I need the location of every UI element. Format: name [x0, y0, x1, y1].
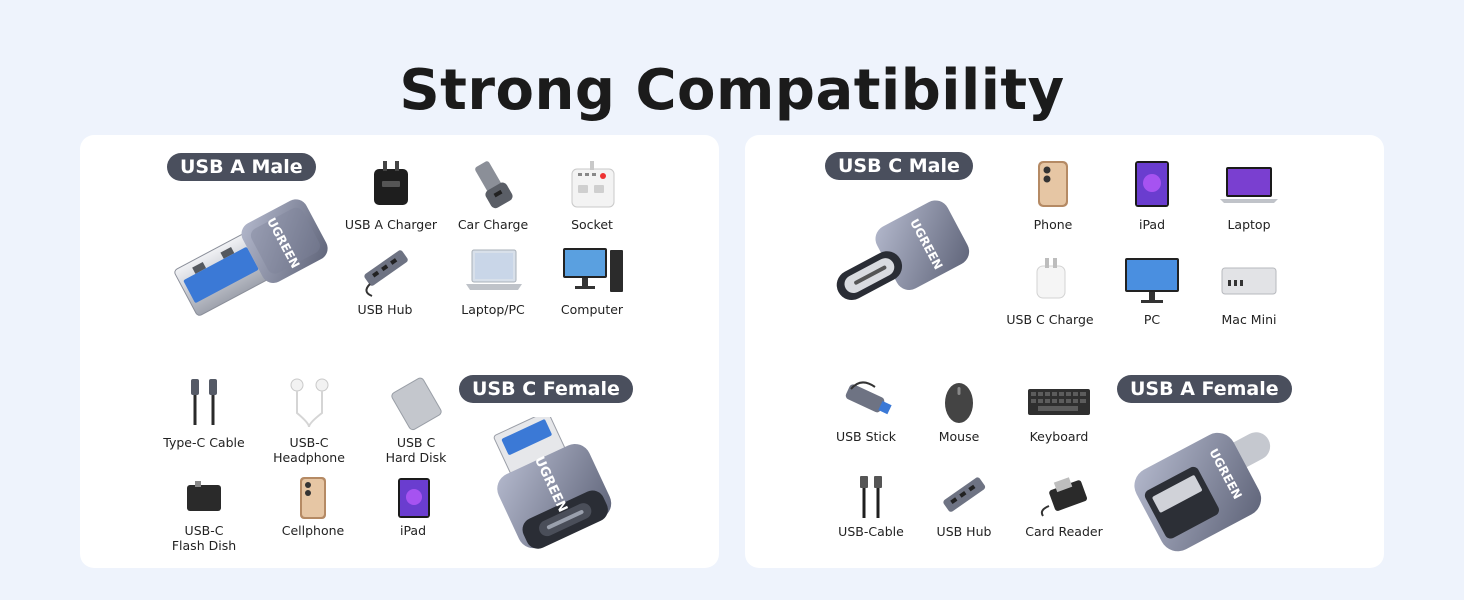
hard-disk-icon — [391, 377, 442, 431]
device-label: Laptop/PC — [461, 302, 525, 317]
device-usb-hub: USB Hub — [330, 240, 440, 317]
device-car-charger: Car Charge — [438, 155, 548, 232]
charger-icon — [374, 161, 408, 205]
usb-a-male-adapter-icon: UGREEN — [174, 199, 328, 316]
usb-c-female-badge: USB C Female — [459, 375, 633, 403]
usb-stick-icon — [845, 381, 892, 415]
device-label: USB-C Headphone — [273, 435, 345, 465]
charger-icon — [1036, 258, 1066, 299]
keyboard-icon — [1028, 389, 1090, 415]
device-socket: Socket — [537, 155, 647, 232]
device-label: USB Hub — [936, 524, 992, 539]
usb-c-cable-icon — [191, 379, 217, 425]
device-label: Mac Mini — [1221, 312, 1277, 327]
device-laptop: Laptop — [1194, 155, 1304, 232]
phone-icon — [1038, 161, 1068, 207]
mouse-icon — [945, 383, 973, 423]
device-usb-c-hard-disk: USB C Hard Disk — [361, 373, 471, 465]
device-computer: Computer — [537, 240, 647, 317]
device-label: USB Stick — [835, 429, 897, 444]
laptop-icon — [1220, 167, 1278, 203]
usb-a-male-badge: USB A Male — [167, 153, 316, 181]
device-usb-stick: USB Stick — [811, 375, 921, 444]
earphones-icon — [290, 378, 329, 428]
device-label: Car Charge — [457, 217, 529, 232]
device-ipad: iPad — [1097, 155, 1207, 232]
phone-icon — [300, 477, 326, 519]
device-label: PC — [1143, 312, 1161, 327]
device-label: Card Reader — [1025, 524, 1103, 539]
device-usb-a-charger: USB A Charger — [336, 155, 446, 232]
device-phone: Phone — [998, 155, 1108, 232]
device-usb-hub: USB Hub — [909, 470, 1019, 539]
device-usb-c-headphone: USB-C Headphone — [254, 373, 364, 465]
device-label: iPad — [399, 523, 427, 538]
usb-a-female-badge: USB A Female — [1117, 375, 1292, 403]
usb-c-male-adapter-icon: UGREEN — [836, 200, 970, 300]
power-strip-icon — [571, 161, 615, 208]
page-title: Strong Compatibility — [399, 58, 1065, 123]
device-usb-c-flash-disk: USB-C Flash Dish — [149, 475, 259, 553]
car-charger-icon — [475, 161, 513, 209]
monitor-icon — [1125, 258, 1179, 303]
device-label: USB-Cable — [838, 524, 904, 539]
device-label: USB C Hard Disk — [385, 435, 447, 465]
device-mac-mini: Mac Mini — [1194, 250, 1304, 327]
right-compatibility-panel: USB C Male UGREEN Phone iPad — [745, 135, 1384, 568]
device-card-reader: Card Reader — [1009, 470, 1119, 539]
left-compatibility-panel: USB A Male UGREEN USB A Charger — [80, 135, 719, 568]
flash-drive-icon — [187, 481, 221, 511]
device-usb-c-charger: USB C Charge — [995, 250, 1105, 327]
usb-c-female-adapter-icon: UGREEN — [493, 417, 612, 549]
device-label: USB C Charge — [1006, 312, 1094, 327]
usb-hub-icon — [364, 250, 408, 297]
usb-c-male-badge: USB C Male — [825, 152, 973, 180]
mac-mini-icon — [1221, 267, 1277, 295]
device-label: Keyboard — [1029, 429, 1089, 444]
device-label: USB Hub — [357, 302, 413, 317]
device-label: Mouse — [938, 429, 980, 444]
device-ipad: iPad — [358, 475, 468, 538]
usb-cable-icon — [860, 476, 882, 518]
card-reader-icon — [1040, 477, 1087, 517]
device-label: Socket — [571, 217, 613, 232]
device-label: Computer — [560, 302, 624, 317]
desktop-computer-icon — [563, 248, 623, 292]
device-laptop-pc: Laptop/PC — [438, 240, 548, 317]
laptop-icon — [466, 249, 522, 290]
device-usb-cable: USB-Cable — [816, 470, 926, 539]
tablet-icon — [1135, 161, 1169, 207]
usb-a-female-adapter-icon: UGREEN — [1134, 432, 1271, 552]
device-type-c-cable: Type-C Cable — [149, 373, 259, 450]
device-mouse: Mouse — [904, 375, 1014, 444]
tablet-icon — [398, 478, 430, 518]
device-label: Cellphone — [281, 523, 345, 538]
device-label: USB-C Flash Dish — [171, 523, 237, 553]
device-pc: PC — [1097, 250, 1207, 327]
device-label: Type-C Cable — [163, 435, 245, 450]
device-label: Phone — [1033, 217, 1073, 232]
device-label: iPad — [1138, 217, 1166, 232]
usb-hub-icon — [943, 477, 986, 512]
device-cellphone: Cellphone — [258, 475, 368, 538]
device-keyboard: Keyboard — [1004, 375, 1114, 444]
device-label: USB A Charger — [344, 217, 438, 232]
device-label: Laptop — [1227, 217, 1271, 232]
